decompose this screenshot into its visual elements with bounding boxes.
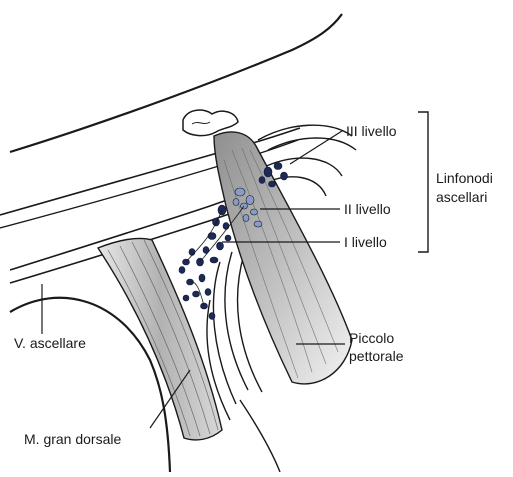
level-bracket xyxy=(418,112,428,252)
label-level-1: I livello xyxy=(344,234,387,250)
latissimus-dorsi-muscle xyxy=(98,238,222,440)
label-pectoralis-line1: Piccolo xyxy=(349,330,394,346)
label-pectoralis-line2: pettorale xyxy=(349,348,404,364)
label-group-line2: ascellari xyxy=(436,189,487,205)
label-axillary-vein: V. ascellare xyxy=(14,335,86,351)
pectoralis-minor-muscle xyxy=(214,132,352,384)
label-level-2: II livello xyxy=(344,201,391,217)
label-latissimus: M. gran dorsale xyxy=(24,431,121,447)
label-group-line1: Linfonodi xyxy=(436,170,493,186)
label-level-3: III livello xyxy=(346,123,397,139)
